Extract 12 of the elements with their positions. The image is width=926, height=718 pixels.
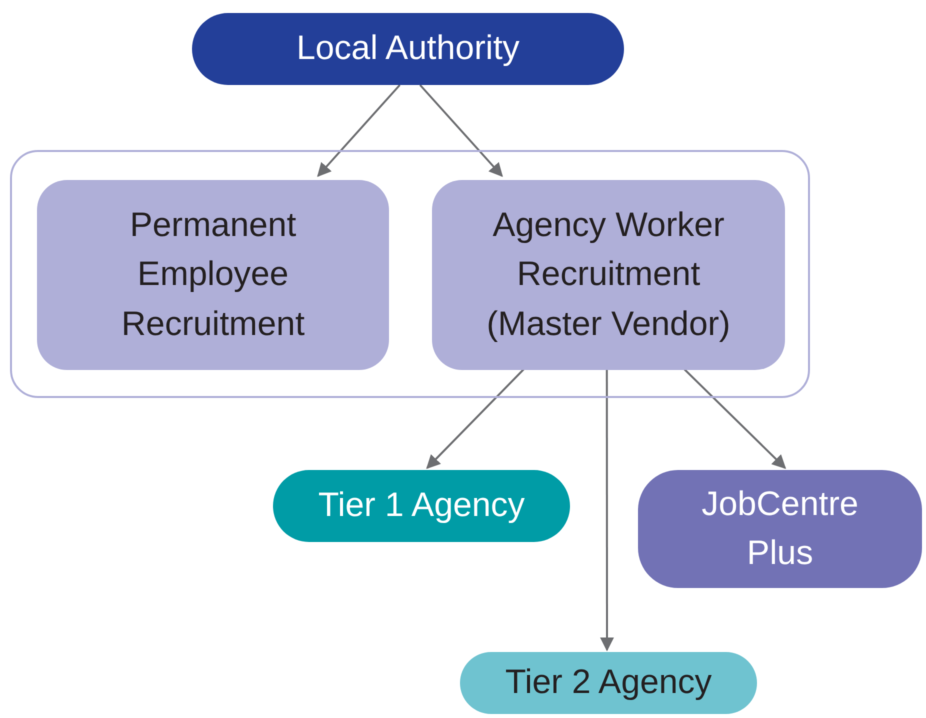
arrow: [419, 84, 503, 178]
process-box: Tier 1 Agency: [273, 470, 570, 542]
arrow: [682, 367, 786, 469]
arrow: [317, 84, 401, 178]
arrow: [426, 367, 526, 469]
process-box: Agency Worker Recruitment (Master Vendor): [432, 180, 785, 370]
arrow: [600, 368, 614, 652]
process-box: JobCentre Plus: [638, 470, 922, 588]
process-box: Tier 2 Agency: [460, 652, 757, 714]
group-frame: [10, 150, 810, 398]
process-box: Permanent Employee Recruitment: [37, 180, 389, 370]
process-box: Local Authority: [192, 13, 624, 85]
